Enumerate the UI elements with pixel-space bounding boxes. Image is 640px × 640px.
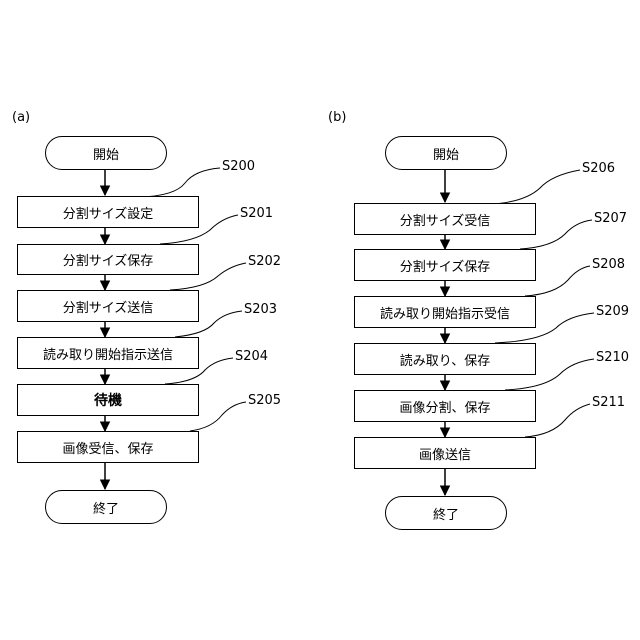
panel-a-step-id: S201	[240, 206, 273, 221]
panel-b-step-id: S207	[594, 211, 627, 226]
leader-b-s206	[492, 170, 580, 204]
panel-a-label: (a)	[12, 110, 30, 125]
panel-b-process-box: 読み取り開始指示受信	[354, 296, 536, 328]
panel-b-process-box: 画像分割、保存	[354, 390, 536, 422]
panel-b-step-id: S209	[596, 304, 629, 319]
panel-b-step-id: S210	[596, 350, 629, 365]
panel-a-step-id: S205	[248, 393, 281, 408]
panel-a-process-box: 画像受信、保存	[17, 431, 199, 463]
panel-a-process-box: 待機	[17, 384, 199, 416]
panel-a-step-id: S204	[235, 349, 268, 364]
panel-a-process-box: 分割サイズ保存	[17, 244, 199, 275]
panel-b-process-box: 分割サイズ受信	[354, 203, 536, 235]
panel-b-step-id: S206	[582, 161, 615, 176]
panel-b-step-id: S208	[592, 257, 625, 272]
panel-b-process-box: 分割サイズ保存	[354, 249, 536, 281]
panel-b-step-id: S211	[592, 395, 625, 410]
leader-a-s200	[140, 168, 220, 197]
panel-a-start-terminal: 開始	[45, 136, 167, 170]
panel-b-label: (b)	[328, 110, 346, 125]
panel-a-step-id: S203	[244, 302, 277, 317]
panel-a-end-terminal: 終了	[45, 490, 167, 524]
panel-b-process-box: 読み取り、保存	[354, 343, 536, 375]
panel-a-process-box: 分割サイズ送信	[17, 290, 199, 322]
panel-a-step-id: S200	[222, 159, 255, 174]
panel-b-end-terminal: 終了	[385, 496, 507, 530]
panel-a-step-id: S202	[248, 254, 281, 269]
panel-a-process-box: 読み取り開始指示送信	[17, 337, 199, 369]
panel-b-start-terminal: 開始	[385, 136, 507, 170]
panel-a-process-box: 分割サイズ設定	[17, 196, 199, 228]
panel-b-process-box: 画像送信	[354, 437, 536, 469]
